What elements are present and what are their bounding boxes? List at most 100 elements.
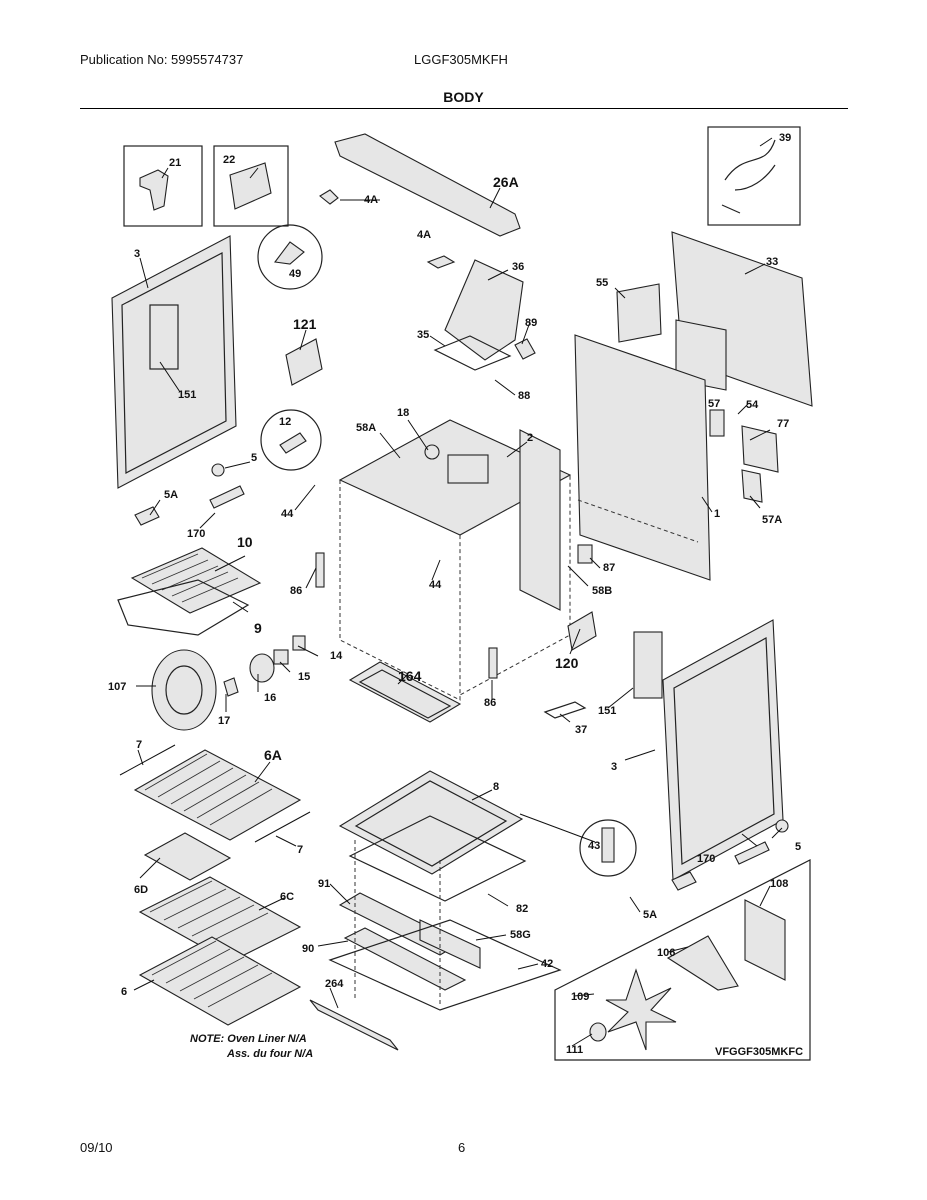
part-121-bracket	[285, 338, 323, 386]
page-number: 6	[458, 1140, 466, 1155]
label-87: 87	[603, 562, 615, 574]
label-90: 90	[302, 943, 314, 955]
part-6-rack	[138, 936, 302, 1026]
part-108-motor	[744, 899, 786, 981]
part-3-right-inner	[673, 637, 775, 865]
part-6c-rack-wires	[149, 880, 269, 945]
part-12-sensor	[279, 432, 307, 454]
part-37-wire	[543, 701, 587, 719]
label-58a: 58A	[356, 422, 376, 434]
label-36: 36	[512, 261, 524, 273]
part-3-left-side-panel	[111, 235, 237, 489]
part-151-right-channel	[633, 631, 663, 699]
part-5-left-bolt	[211, 463, 225, 477]
label-14: 14	[330, 650, 343, 662]
part-164-frame	[348, 661, 462, 723]
label-58b: 58B	[592, 585, 612, 597]
part-5a-left-hinge-receiver	[134, 506, 160, 526]
label-88: 88	[518, 390, 530, 402]
part-12-detail	[260, 409, 322, 471]
label-26a: 26A	[493, 174, 519, 190]
part-43-screw	[601, 827, 615, 863]
label-109: 109	[571, 991, 589, 1003]
label-21: 21	[169, 157, 181, 169]
label-5a-left: 5A	[164, 489, 178, 501]
part-164-opening	[358, 669, 452, 719]
part-6-rack-wires	[151, 940, 273, 1008]
label-6d: 6D	[134, 884, 148, 896]
part-39-harness	[721, 139, 776, 214]
label-57: 57	[708, 398, 720, 410]
label-170-left: 170	[187, 528, 205, 540]
label-15: 15	[298, 671, 310, 683]
label-6: 6	[121, 986, 127, 998]
label-4a-lower: 4A	[417, 229, 431, 241]
part-77-box	[741, 425, 779, 473]
part-58b-side-insulation	[519, 429, 561, 611]
part-106-mount	[666, 935, 739, 991]
part-36-duct	[444, 259, 524, 361]
label-86-upper: 86	[290, 585, 302, 597]
label-3-left: 3	[134, 248, 140, 260]
part-8-bottom-inner	[354, 780, 508, 867]
label-5a-right: 5A	[643, 909, 657, 921]
label-3-right: 3	[611, 761, 617, 773]
part-4a-lower	[426, 255, 456, 269]
part-16-lens	[249, 653, 275, 683]
label-10: 10	[237, 534, 253, 550]
part-8-bottom-panel	[338, 770, 524, 875]
part-6a-rack	[133, 749, 302, 841]
label-39: 39	[779, 132, 791, 144]
label-35: 35	[417, 329, 429, 341]
label-43: 43	[588, 840, 600, 852]
label-5-left: 5	[251, 452, 257, 464]
label-151-right: 151	[598, 705, 616, 717]
part-54-plate	[675, 319, 727, 391]
leader-lines	[133, 137, 783, 1047]
label-22: 22	[223, 154, 235, 166]
part-14-socket	[292, 635, 306, 651]
note-ass-du-four: Ass. du four N/A	[226, 1048, 313, 1060]
part-18-grommet	[424, 444, 440, 460]
part-107-fan-cover	[151, 649, 217, 731]
section-title: BODY	[443, 89, 484, 105]
label-82: 82	[516, 903, 528, 915]
footer-date: 09/10	[80, 1140, 113, 1155]
part-170-left-hinge	[209, 485, 245, 509]
label-151-left: 151	[178, 389, 196, 401]
label-17: 17	[218, 715, 230, 727]
part-3-left-inner	[121, 252, 227, 474]
part-42-base-pan	[328, 919, 562, 1011]
label-120: 120	[555, 655, 579, 671]
label-264: 264	[325, 978, 344, 990]
part-57a-bracket	[741, 469, 763, 503]
label-6a: 6A	[264, 747, 282, 763]
part-22-box	[213, 145, 289, 227]
label-77: 77	[777, 418, 789, 430]
label-121: 121	[293, 316, 317, 332]
part-4a-upper	[319, 189, 339, 205]
part-1-dashed-edge	[577, 499, 699, 543]
label-7-upper: 7	[136, 739, 142, 751]
part-57-bracket	[709, 409, 725, 437]
fan-detail-box	[554, 859, 811, 1061]
label-89: 89	[525, 317, 537, 329]
part-90-burner-bracket	[343, 927, 467, 991]
part-6d-rack	[143, 832, 232, 881]
label-18: 18	[397, 407, 409, 419]
part-17-clip	[223, 677, 239, 697]
part-39-box	[707, 126, 801, 226]
part-15-bulb	[273, 649, 289, 665]
assembly-guide-lines	[354, 840, 441, 1005]
part-6a-rack-wires	[144, 753, 273, 826]
part-109-fan-blade	[605, 968, 677, 1051]
part-120-bracket	[567, 611, 597, 651]
label-44-upper: 44	[281, 508, 294, 520]
label-4a-upper: 4A	[364, 194, 378, 206]
label-164: 164	[398, 668, 422, 684]
part-9-housing	[117, 579, 250, 636]
label-9: 9	[254, 620, 262, 636]
part-55-cover	[616, 283, 662, 343]
label-86-lower: 86	[484, 697, 496, 709]
